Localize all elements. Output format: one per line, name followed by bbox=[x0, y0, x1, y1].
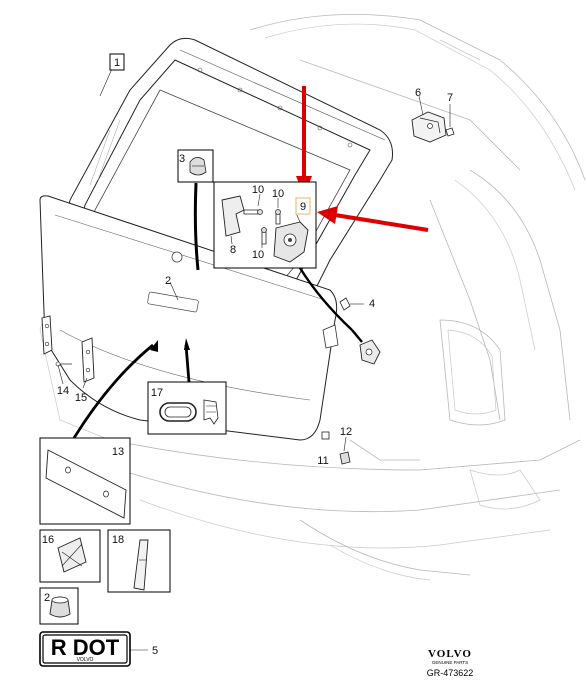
lock-striker bbox=[359, 339, 381, 365]
callout-10: 10 bbox=[272, 188, 284, 200]
detail-box-part-2 bbox=[39, 587, 79, 625]
plate-brand: VOLVO bbox=[77, 657, 94, 663]
callout-9: 9 bbox=[300, 201, 306, 213]
callout-12: 12 bbox=[340, 426, 352, 438]
callout-2-box: 2 bbox=[44, 592, 50, 604]
callout-2: 2 bbox=[165, 275, 171, 287]
callout-3: 3 bbox=[179, 153, 185, 165]
callout-14: 14 bbox=[57, 385, 69, 397]
red-arrows bbox=[296, 86, 429, 232]
pin-part-4 bbox=[339, 297, 364, 311]
detail-box-part-3 bbox=[177, 149, 214, 183]
detail-box-part-17 bbox=[147, 381, 227, 435]
callout-16: 16 bbox=[42, 534, 54, 546]
callout-7: 7 bbox=[447, 92, 453, 104]
detail-box-part-13 bbox=[39, 437, 131, 525]
callout-labels: 1 2 3 4 5 6 7 8 9 10 10 10 11 12 13 14 1… bbox=[42, 57, 453, 657]
diagram-reference: GR-473622 bbox=[427, 668, 474, 678]
bolt-part-7 bbox=[445, 127, 455, 137]
callout-10: 10 bbox=[252, 184, 264, 196]
plate-text: R DOT bbox=[51, 635, 120, 660]
bracket-part-14 bbox=[41, 315, 72, 367]
bumper-stop-part-12 bbox=[339, 451, 351, 465]
callout-8: 8 bbox=[230, 244, 236, 256]
callout-13: 13 bbox=[112, 446, 124, 458]
callout-1-box bbox=[109, 53, 125, 71]
detail-box-part-18 bbox=[107, 529, 171, 593]
callout-15: 15 bbox=[75, 392, 87, 404]
callout-9-highlight bbox=[295, 197, 311, 215]
license-plate-part-5: R DOT VOLVO bbox=[39, 631, 131, 667]
detail-box-lock bbox=[213, 181, 317, 269]
callout-6: 6 bbox=[415, 87, 421, 99]
brand-logo: VOLVO bbox=[428, 648, 472, 660]
bracket-part-15 bbox=[81, 337, 95, 383]
callout-11: 11 bbox=[317, 455, 328, 467]
callout-18: 18 bbox=[112, 534, 124, 546]
callout-4: 4 bbox=[369, 298, 375, 310]
hinge-part-6 bbox=[411, 111, 447, 143]
callout-1: 1 bbox=[114, 57, 120, 69]
volvo-branding: VOLVO GENUINE PARTS GR-473622 bbox=[427, 648, 474, 678]
callout-10: 10 bbox=[252, 249, 264, 261]
detail-box-part-16 bbox=[39, 529, 101, 583]
callout-5: 5 bbox=[152, 645, 158, 657]
brand-subtitle: GENUINE PARTS bbox=[432, 660, 468, 665]
callout-17: 17 bbox=[151, 387, 163, 399]
car-body-outline bbox=[39, 13, 586, 581]
nut-part-11 bbox=[321, 431, 330, 440]
